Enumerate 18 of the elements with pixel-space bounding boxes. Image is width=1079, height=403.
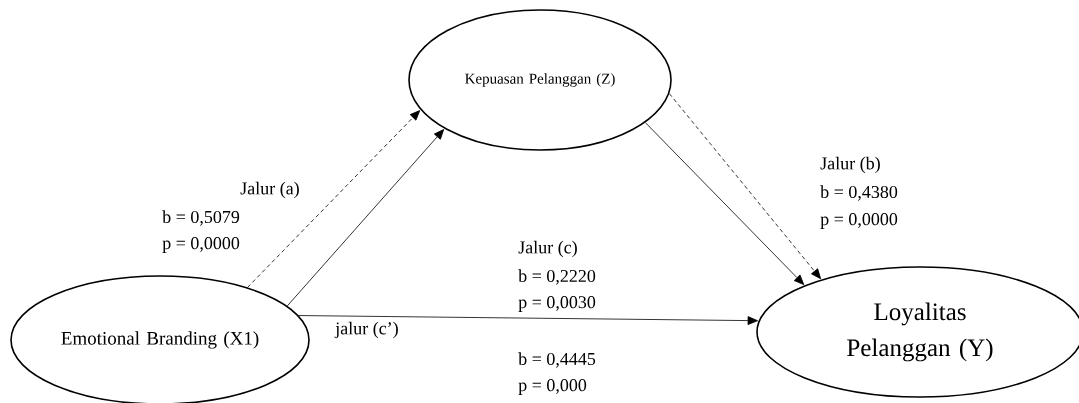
- path-coefficient: b = 0,2220: [518, 269, 596, 285]
- path-coefficient: p = 0,0030: [518, 296, 596, 312]
- path-coefficient: jalur (c’): [334, 321, 398, 339]
- path-coefficient: Jalur (a): [240, 181, 299, 199]
- path-coefficient: b = 0,4380: [820, 185, 898, 201]
- path-coefficient: p = 0,000: [518, 379, 587, 395]
- path-coefficient: b = 0,4445: [518, 352, 596, 368]
- arrow: [247, 110, 421, 288]
- path-coefficient: b = 0,5079: [162, 210, 240, 226]
- arrow: [286, 129, 445, 307]
- ellipse-node: Kepuasan Pelanggan (Z): [408, 9, 672, 151]
- path-coefficient: Jalur (c): [518, 240, 577, 258]
- arrow: [644, 122, 805, 285]
- path-coefficient: p = 0,0000: [820, 213, 898, 229]
- arrow: [298, 315, 758, 325]
- path-coefficient: Jalur (b): [820, 156, 880, 174]
- path-coefficient: p = 0,0000: [162, 237, 240, 253]
- arrow: [668, 93, 821, 280]
